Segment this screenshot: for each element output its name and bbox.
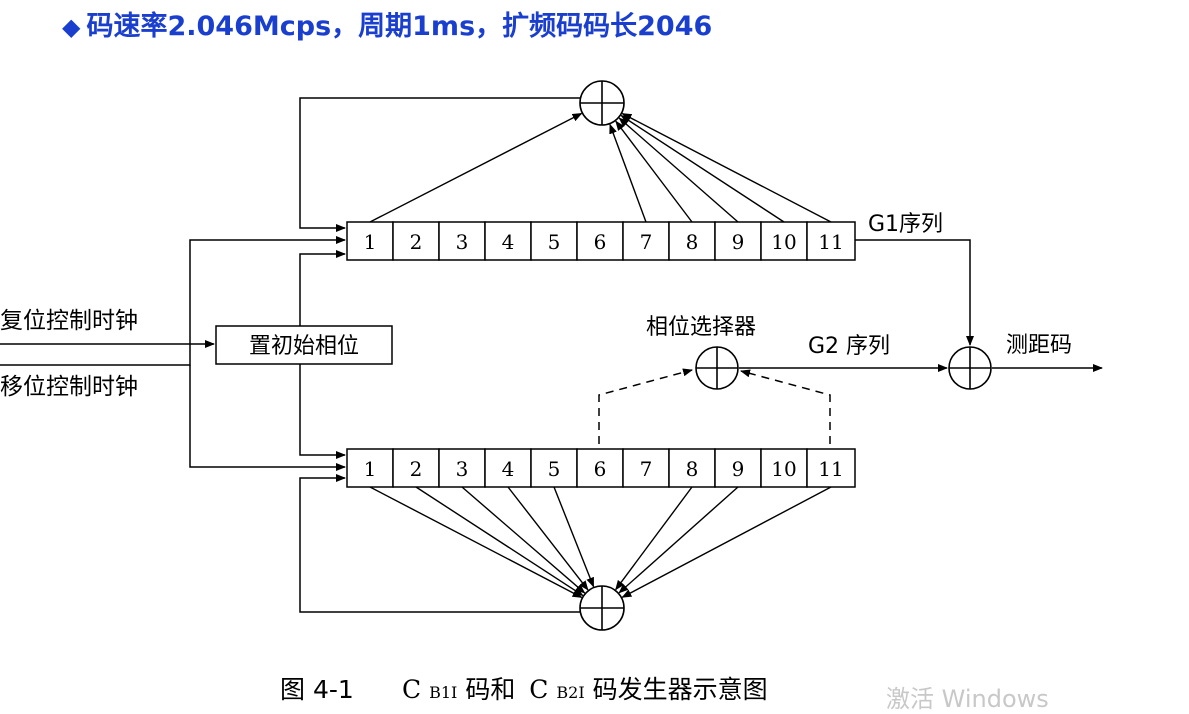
reset-clock-label: 复位控制时钟 [0, 308, 138, 334]
ranging-code-label: 测距码 [1006, 333, 1072, 358]
g2-tap-1 [369, 486, 583, 598]
g2-register-cell [576, 448, 624, 488]
init-phase-box [215, 325, 393, 365]
g1-shift-register: 1 2 3 4 5 6 7 8 9 10 11 [346, 221, 856, 261]
g1-register-cell-label: 4 [502, 230, 515, 254]
g1-register-cell [576, 221, 624, 261]
g2-tap-4 [507, 486, 589, 591]
g2-register-cell [346, 448, 394, 488]
g2-register-cell-label: 4 [502, 457, 515, 481]
phase-selector-label: 相位选择器 [646, 315, 756, 340]
g1-register-cell-label: 3 [456, 230, 469, 254]
g2-sequence-label: G2 序列 [808, 334, 890, 359]
g2-shift-register: 1 2 3 4 5 6 7 8 9 10 11 [346, 448, 856, 488]
g2-register-cell [622, 448, 670, 488]
g2-register-cell-label: 8 [686, 457, 699, 481]
g2-register-cell-label: 7 [640, 457, 653, 481]
g2-tap-9 [618, 486, 739, 594]
g1-register-cell [622, 221, 670, 261]
g2-register-cell-label: 2 [410, 457, 423, 481]
g1-register-cell-label: 1 [364, 230, 377, 254]
g1-register-cell [530, 221, 578, 261]
g1-tap-7 [609, 123, 647, 223]
g1-tap-9 [618, 117, 739, 223]
g2-register-cell-label: 6 [594, 457, 607, 481]
g2-tap-5 [553, 486, 595, 588]
g1-register-cell-label: 10 [771, 230, 796, 254]
g2-tap-3 [461, 486, 586, 594]
g1-register-cell-label: 7 [640, 230, 653, 254]
g1-register-cell-label: 6 [594, 230, 607, 254]
figure-caption: 图 4-1 C B1I 码和 C B2I 码发生器示意图 [280, 675, 768, 704]
g1-register-cell [806, 221, 856, 261]
g1-tap-11 [621, 112, 832, 223]
phase-selector-xor [695, 346, 739, 390]
g1-register-cell [760, 221, 808, 261]
g2-register-cell [806, 448, 856, 488]
diamond-bullet-icon: ◆ [62, 13, 81, 41]
g1-register-cell-label: 8 [686, 230, 699, 254]
g1-feedback-taps [369, 112, 832, 223]
g1-register-cell [438, 221, 486, 261]
output-xor [948, 346, 992, 390]
g2-tap-11 [621, 486, 832, 598]
init-phase-label: 置初始相位 [249, 334, 359, 359]
g2-register-cell-label: 9 [732, 457, 745, 481]
g1-tap-8 [615, 120, 693, 223]
caption-prefix: 图 4-1 [280, 675, 354, 704]
g1-register-cell [484, 221, 532, 261]
g2-tap-8 [615, 486, 693, 591]
g2-register-cell-label: 1 [364, 457, 377, 481]
g2-register-cell [668, 448, 716, 488]
wiring [0, 97, 1103, 613]
g2-register-cell-label: 10 [771, 457, 796, 481]
g2-register-cell-label: 5 [548, 457, 561, 481]
headline-text: 码速率2.046Mcps，周期1ms，扩频码码长2046 [86, 11, 713, 42]
windows-activation-watermark: 激活 Windows [886, 685, 1049, 713]
caption-end: 码发生器示意图 [593, 675, 768, 704]
g1-register-cell-label: 5 [548, 230, 561, 254]
g1-register-cell-label: 2 [410, 230, 423, 254]
g1-register-cell-label: 9 [732, 230, 745, 254]
g1-sequence-label: G1序列 [868, 212, 943, 237]
g2-register-cell [438, 448, 486, 488]
g2-register-cell-label: 11 [818, 457, 843, 481]
g1-tap-1 [369, 112, 583, 223]
caption-mid: 码和 [465, 675, 515, 704]
caption-code-2: C [529, 675, 548, 704]
shift-clock-label: 移位控制时钟 [0, 374, 138, 400]
caption-code-1: C [402, 675, 421, 704]
caption-sub-1: B1I [429, 683, 457, 702]
g1-feedback-xor [579, 80, 625, 126]
g2-feedback-xor [579, 585, 625, 631]
g2-register-cell-label: 3 [456, 457, 469, 481]
headline: ◆码速率2.046Mcps，周期1ms，扩频码码长2046 [62, 4, 712, 50]
g1-register-cell-label: 11 [818, 230, 843, 254]
caption-sub-2: B2I [556, 683, 584, 702]
g2-feedback-taps [369, 486, 832, 598]
g1-tap-10 [620, 115, 785, 223]
g2-tap-2 [415, 486, 584, 597]
